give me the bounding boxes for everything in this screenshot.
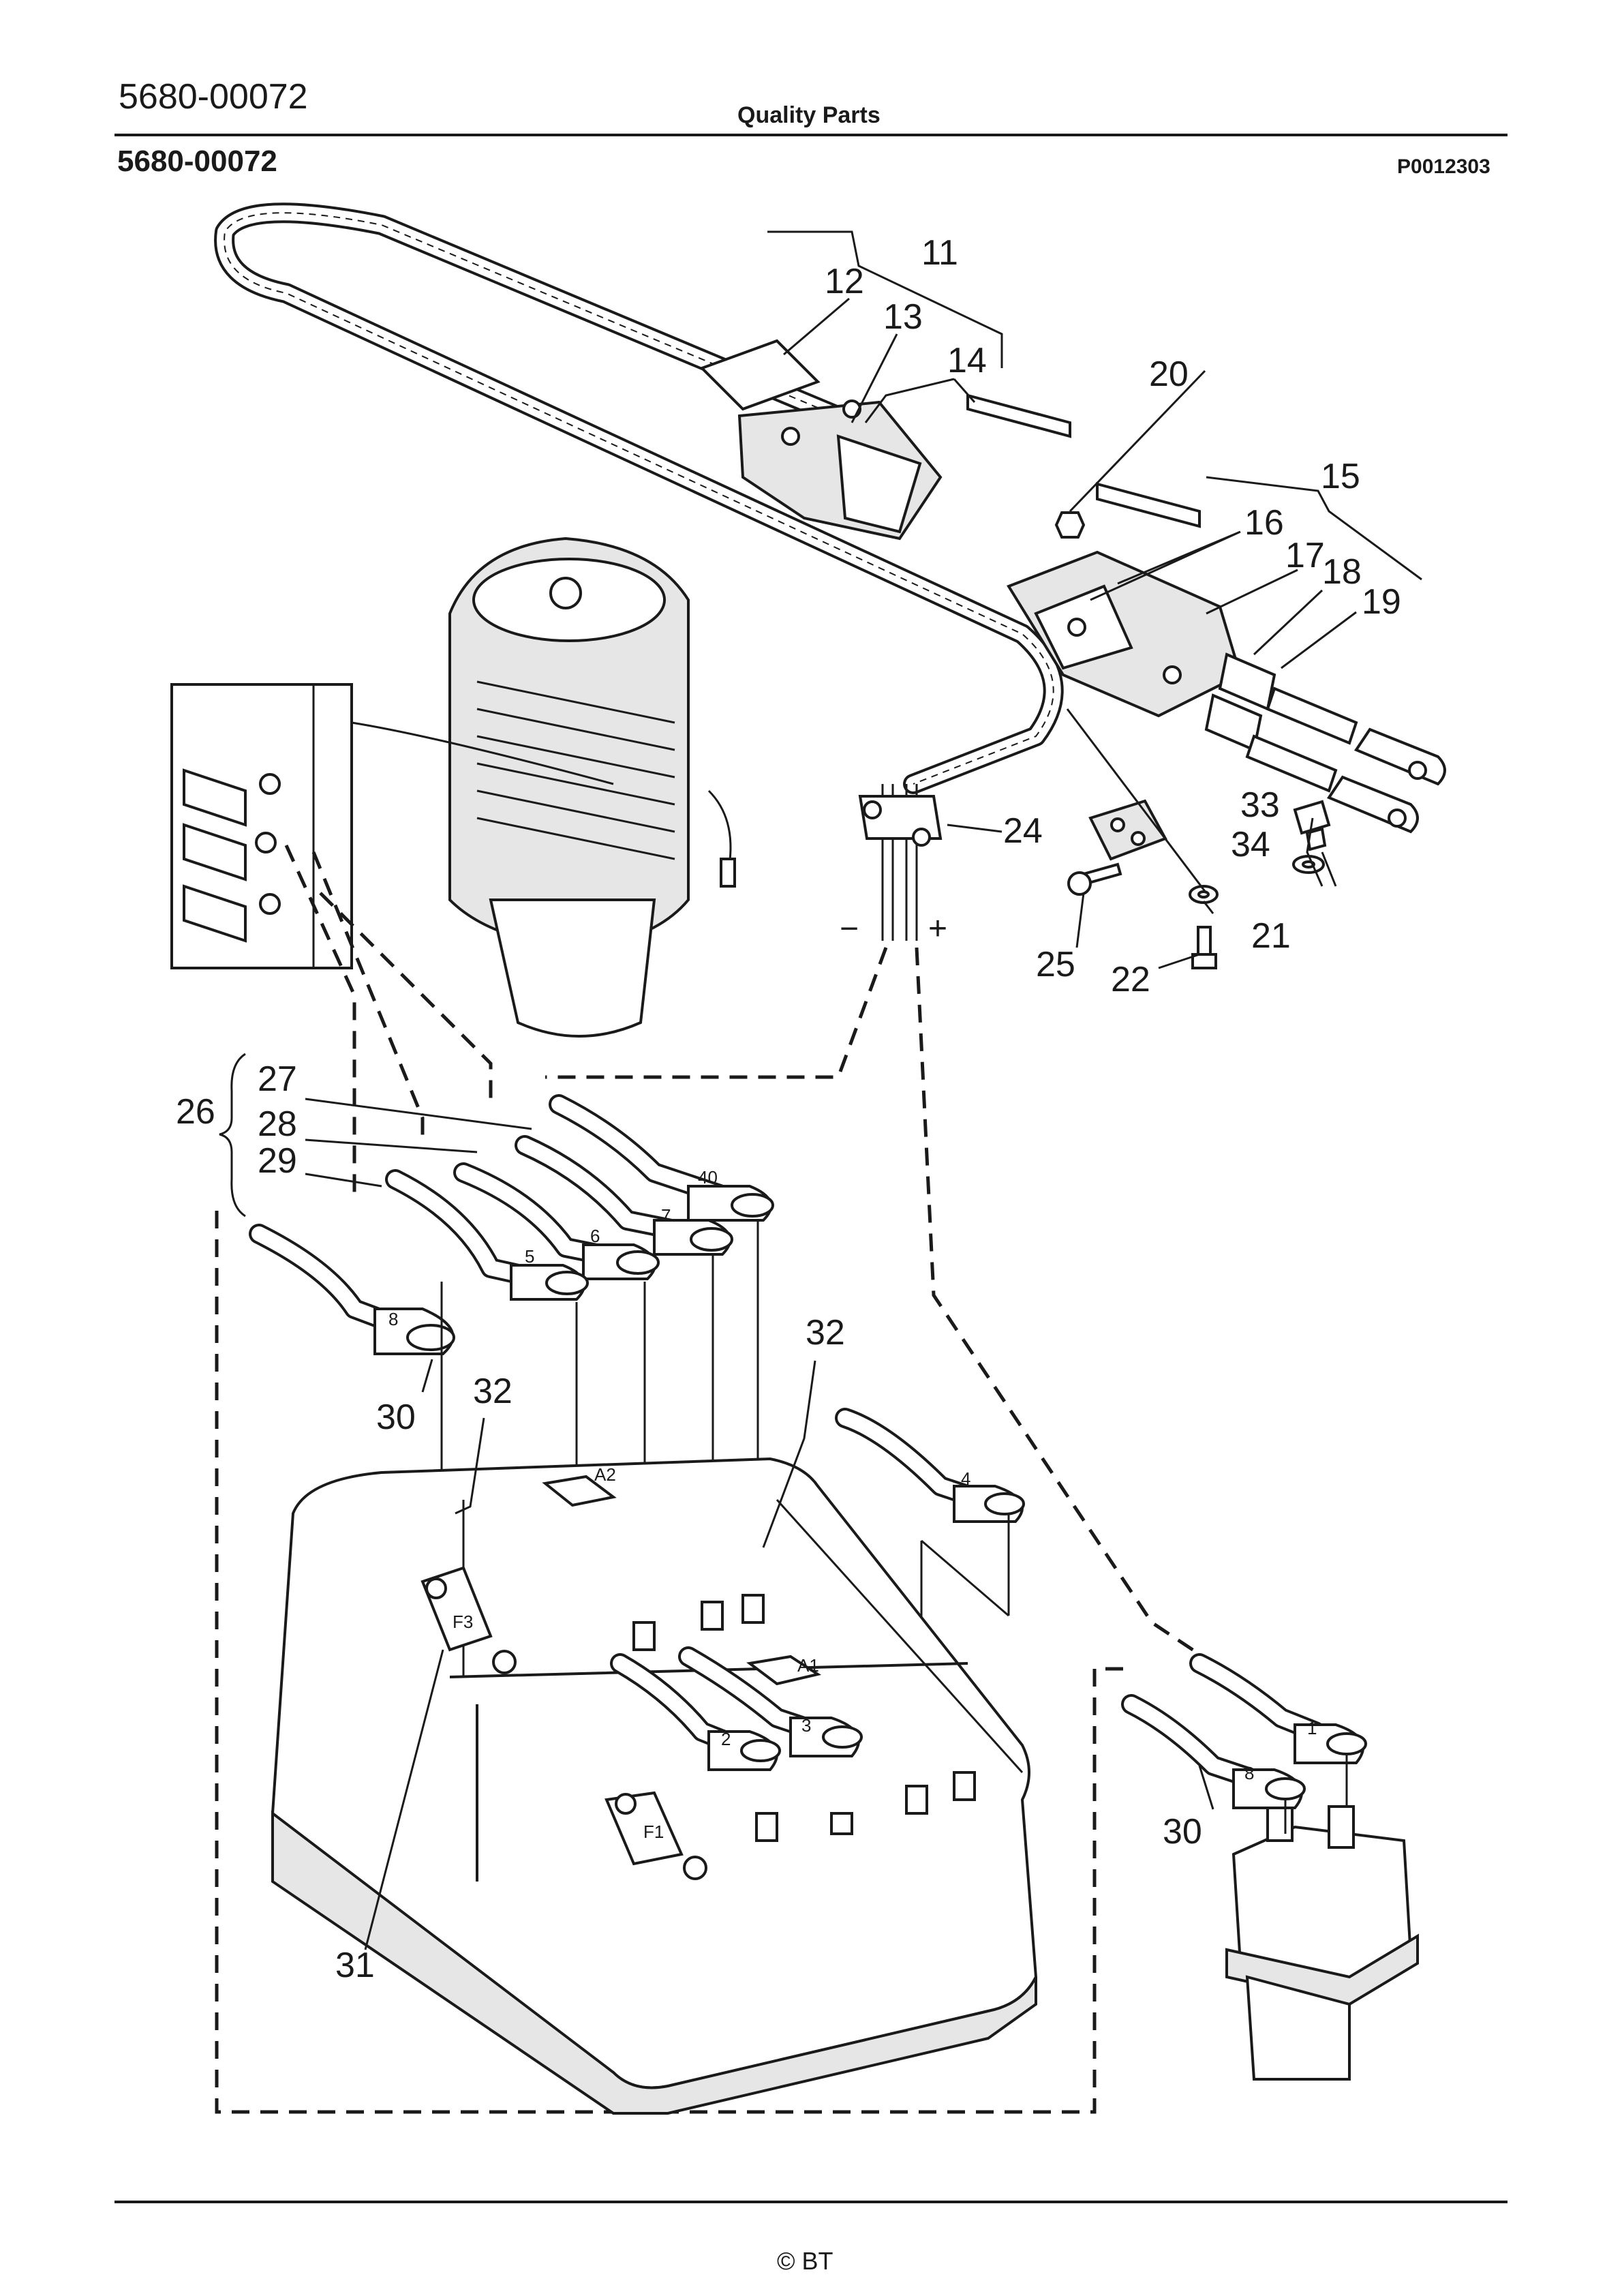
callout-29: 29	[258, 1141, 297, 1181]
contact-pins-14	[966, 393, 1201, 528]
lug-mark-4: 4	[961, 1468, 970, 1489]
callout-18: 18	[1322, 552, 1362, 592]
callout-32-lower: 32	[473, 1372, 512, 1411]
lug-mark-5: 5	[525, 1246, 534, 1267]
footer-rule	[114, 2201, 1508, 2203]
bolt-22	[1191, 926, 1217, 969]
header-rule	[114, 134, 1508, 136]
callout-34: 34	[1231, 825, 1270, 864]
section-number: 5680-00072	[117, 145, 277, 178]
cable-drop	[881, 784, 918, 941]
loop-cable	[214, 202, 1064, 794]
lug-mark-7: 7	[661, 1205, 671, 1226]
header-brand-line: Quality Parts	[737, 102, 881, 128]
callout-21: 21	[1251, 916, 1291, 956]
fuse-f1	[605, 1791, 707, 1880]
lug-mark-8-left: 8	[388, 1309, 398, 1329]
lug-mark-40: 40	[698, 1167, 718, 1188]
cable-1-8	[1121, 1653, 1367, 1809]
callout-24: 24	[1003, 811, 1043, 851]
contactor	[1225, 1798, 1419, 2081]
cable-2-3	[610, 1646, 863, 1771]
callout-28: 28	[258, 1104, 297, 1144]
callout-22: 22	[1111, 960, 1150, 999]
cable-4	[835, 1408, 1025, 1523]
callout-15: 15	[1321, 457, 1360, 496]
fuse-mark-f1: F1	[643, 1822, 664, 1842]
inset-detail	[170, 683, 614, 969]
lug-mark-8-right: 8	[1244, 1763, 1254, 1783]
socket-housing-15	[1007, 550, 1276, 752]
callout-14: 14	[947, 341, 987, 380]
cable-clamp-24	[858, 795, 943, 847]
harness-26	[249, 1094, 746, 1340]
fuse-f3	[420, 1566, 517, 1674]
lug-40	[687, 1185, 774, 1222]
callout-13: 13	[883, 297, 923, 337]
cable-lugs-right	[1245, 686, 1446, 834]
callout-16: 16	[1244, 503, 1284, 543]
washer-34	[1292, 855, 1325, 874]
callout-26: 26	[176, 1092, 215, 1132]
callout-31: 31	[335, 1946, 375, 1985]
screw-25	[1067, 862, 1122, 896]
callout-25: 25	[1036, 945, 1075, 984]
footer-copyright: © BT	[777, 2247, 833, 2275]
picture-reference: P0012303	[1397, 155, 1490, 178]
clamp-block-24	[1088, 799, 1167, 861]
washer-21	[1189, 885, 1219, 904]
callout-27: 27	[258, 1059, 297, 1099]
callout-30-right: 30	[1163, 1812, 1202, 1852]
callout-11: 11	[921, 233, 958, 273]
lug-mark-3: 3	[801, 1715, 811, 1736]
callout-leaders	[219, 230, 1422, 1950]
callout-12: 12	[825, 262, 864, 301]
lug-7	[653, 1219, 733, 1256]
callout-32-upper: 32	[806, 1313, 845, 1353]
contactor-leaders	[1284, 1753, 1348, 1834]
fuse-mark-f3: F3	[453, 1612, 473, 1632]
lug-6	[582, 1243, 660, 1280]
callout-19: 19	[1362, 582, 1401, 622]
callout-30-left: 30	[376, 1398, 416, 1437]
dashed-leaders	[215, 844, 1214, 2114]
nut-20	[1054, 511, 1086, 539]
motor	[448, 537, 736, 1038]
controller-mark-a1: A1	[797, 1655, 819, 1676]
controller-studs	[632, 1594, 976, 1842]
callout-33: 33	[1240, 785, 1280, 825]
lug-mark-6: 6	[590, 1226, 600, 1246]
bolt-33	[1293, 800, 1331, 851]
lug-mark-1: 1	[1307, 1718, 1317, 1738]
callout-20: 20	[1149, 354, 1189, 394]
lug-5	[510, 1264, 589, 1301]
plug-housing-12	[699, 339, 943, 541]
callout-17: 17	[1285, 536, 1325, 575]
header-part-number: 5680-00072	[119, 77, 308, 117]
plus-symbol: +	[928, 911, 947, 947]
minus-symbol: −	[840, 911, 859, 947]
lug-mark-2: 2	[721, 1729, 731, 1749]
controller-mark-a2: A2	[594, 1464, 616, 1485]
